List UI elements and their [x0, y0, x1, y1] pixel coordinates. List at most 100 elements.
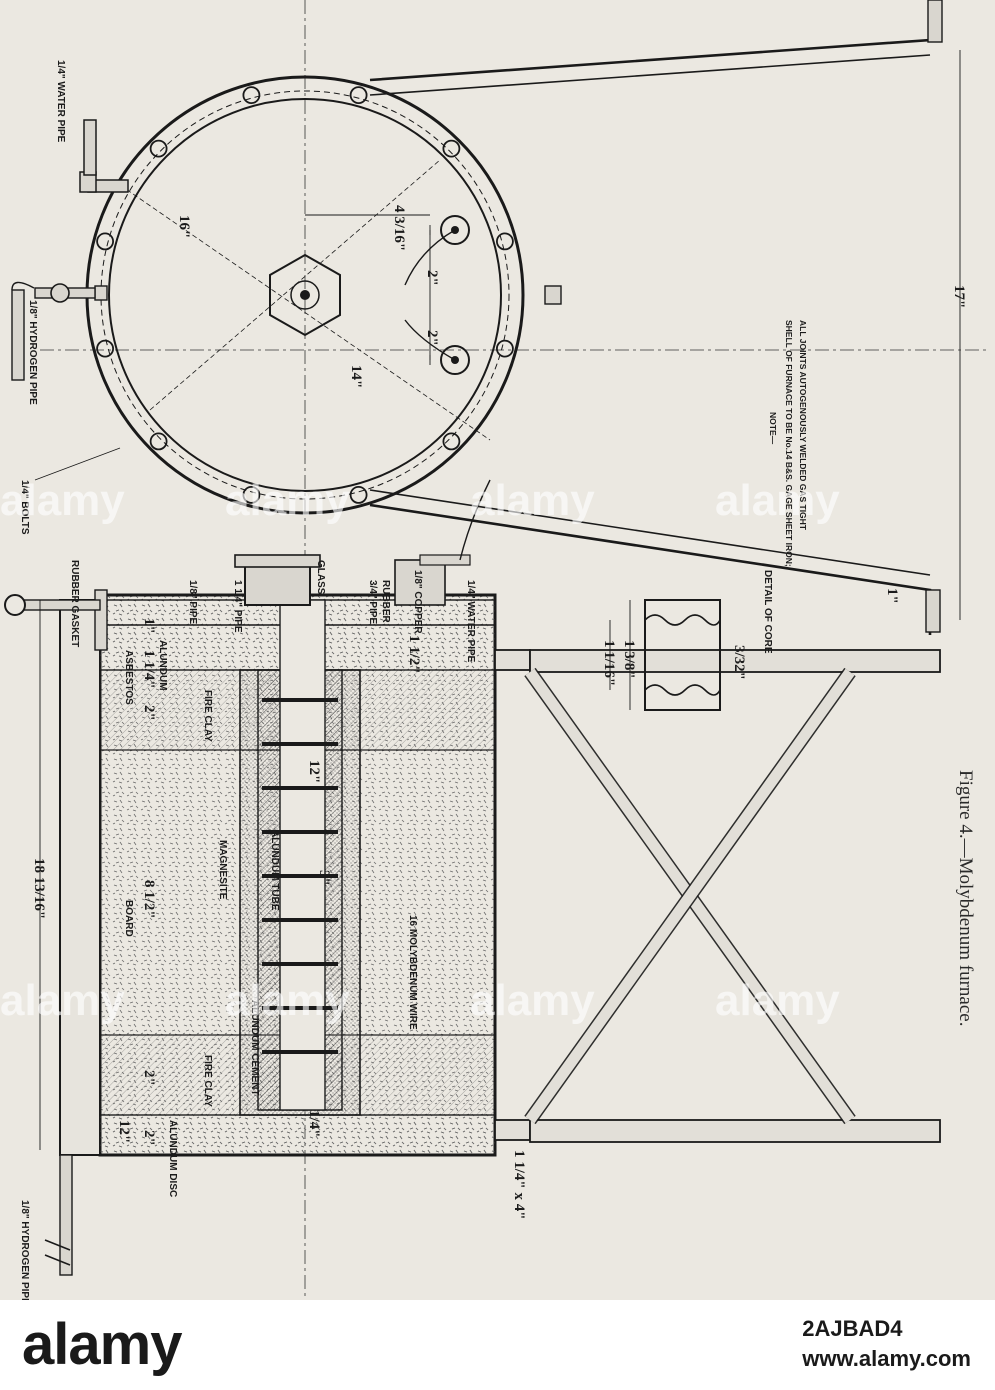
glass-label: GLASS — [315, 560, 326, 595]
pipe-3-4-label: 3/4" PIPE — [367, 580, 378, 625]
end-flange — [59, 599, 101, 1156]
water-pipe-label: 1/4" WATER PIPE — [465, 580, 476, 663]
rubber-label: RUBBER — [380, 580, 391, 624]
pipe-1-8-label: 1/8" PIPE — [187, 580, 198, 625]
offset-label: 4 3/16" — [391, 205, 407, 251]
spacing-left-label: 2" — [424, 270, 440, 286]
d-2c-label: 2" — [141, 1130, 157, 1146]
bolt-hole — [242, 86, 261, 104]
terminal-left — [440, 215, 470, 245]
bolt-hole — [495, 232, 514, 251]
note-line1: SHELL OF FURNACE TO BE No.14 B&S. GAGE S… — [784, 320, 794, 567]
watermark-5: alamy — [0, 976, 125, 1025]
hex-nut — [269, 253, 341, 337]
width-label: 17" — [951, 285, 967, 308]
lead-wire-right — [404, 319, 456, 361]
diameter-line-16 — [119, 184, 491, 441]
detail-od: 1 3/8" — [621, 640, 637, 679]
board-label: BOARD — [123, 900, 134, 937]
d-1-1-2-label: 1 1/2" — [406, 635, 422, 674]
leg-label: 1" — [884, 588, 900, 604]
pipe-1-1-4-label: 1 1/4" PIPE — [232, 580, 243, 633]
top-cap-icon — [4, 594, 26, 616]
lead-wire-left — [404, 229, 456, 286]
support-legs — [369, 0, 943, 635]
note-title: NOTE— — [768, 412, 778, 445]
stamp-url: www.alamy.com — [802, 1346, 971, 1371]
terminal-right — [440, 345, 470, 375]
side-section: 18 13/16" ASBESTOS BOARD ALUNDUM FIRE CL… — [4, 479, 941, 1305]
figure-caption: Figure 4.—Molybdenum furnace. — [955, 770, 976, 1026]
d-1-1-4-label: 1 1/4" — [141, 650, 157, 689]
alamy-logo: alamy — [22, 1312, 182, 1377]
valve-icon — [50, 283, 70, 303]
bolts-leader — [34, 447, 121, 481]
bolt-hole — [349, 485, 368, 504]
detail-pitch: 3/32" — [731, 645, 747, 680]
dia-16-label: 16" — [176, 215, 192, 238]
d-1-1-4x4-label: 1 1/4" x 4" — [511, 1150, 527, 1220]
copper-lead — [459, 479, 491, 561]
bolts-label: 1/4" BOLTS — [19, 480, 30, 535]
stub-pipe — [544, 285, 562, 305]
magnesite-label: MAGNESITE — [217, 840, 228, 900]
end-water-pipe-label: 1/4" WATER PIPE — [55, 60, 66, 143]
dia-14-label: 14" — [348, 365, 364, 388]
watermark-3: alamy — [470, 476, 595, 525]
core-detail — [609, 599, 721, 711]
rubber-gasket-label: RUBBER GASKET — [69, 560, 80, 647]
bolt-hole — [442, 139, 461, 158]
d-8-1-2-label: 8 1/2" — [141, 880, 157, 919]
d-12a-label: 12" — [306, 760, 322, 783]
alundum-disc-layer — [99, 1114, 496, 1156]
bolt-hole — [242, 485, 261, 504]
alundum-disc-label: ALUNDUM DISC — [167, 1120, 178, 1197]
molybdenum-winding — [262, 698, 338, 1054]
bolt-hole — [149, 432, 168, 451]
asbestos-label: ASBESTOS — [123, 650, 134, 705]
stamp-bar — [0, 1300, 995, 1390]
bottom-hydrogen-pipe — [59, 1154, 73, 1276]
bolt-hole — [96, 339, 114, 358]
flange-inner — [108, 98, 502, 492]
copper-label: 1/8" COPPER — [412, 570, 423, 634]
fire-clay-a-label: FIRE CLAY — [202, 690, 213, 742]
end-hydrogen-pipe — [11, 281, 108, 381]
alundum-tube-label: ALUNDUM TUBE — [269, 830, 280, 911]
watermark-1: alamy — [0, 476, 125, 525]
spacing-right-label: 2" — [424, 330, 440, 346]
watermark-2: alamy — [225, 476, 350, 525]
top-hydrogen-pipe — [19, 599, 101, 611]
d-2a-label: 2" — [141, 705, 157, 721]
detail-title: DETAIL OF CORE — [762, 570, 773, 654]
stamp-side: 2AJBAD4 www.alamy.com — [802, 1316, 971, 1372]
glass-window — [234, 554, 321, 568]
end-hydrogen-pipe-label: 1/8" HYDROGEN PIPE — [27, 300, 38, 405]
bottom-coupling-icon — [44, 1239, 71, 1266]
bolt-hole — [149, 139, 168, 158]
nut-bore — [290, 280, 320, 310]
bolt-hole — [349, 86, 368, 104]
glass-end-pipe — [244, 564, 311, 606]
molybdenum-wire-label: 16 MOLYBDENUM WIRE — [407, 915, 418, 1030]
core-bore — [279, 599, 326, 1111]
overall-label: 18 13/16" — [31, 858, 47, 919]
bolt-hole — [96, 232, 114, 251]
d-12b-label: 12" — [116, 1120, 132, 1143]
end-view: 2" 2" 4 3/16" 16" 14" 1/4" WATER PIPE 1/… — [11, 0, 990, 1300]
image-id: 2AJBAD4 — [802, 1316, 903, 1341]
note-line2: ALL JOINTS AUTOGENOUSLY WELDED GAS TIGHT — [798, 320, 808, 531]
d-3-label: 3" — [316, 870, 332, 886]
bolt-hole — [442, 432, 461, 451]
watermark-8: alamy — [715, 976, 840, 1025]
d-1-4-label: 1/4" — [306, 1110, 322, 1138]
water-pipe-box — [394, 559, 446, 606]
watermark-6: alamy — [225, 976, 350, 1025]
stand — [494, 649, 941, 1143]
d-1-label: 1" — [141, 618, 157, 634]
watermark-row: alamy alamy alamy alamy alamy alamy alam… — [0, 476, 840, 1025]
watermark-4: alamy — [715, 476, 840, 525]
bolt-holes — [96, 86, 514, 504]
hydrogen-pipe-label: 1/8" HYDROGEN PIPE — [19, 1200, 30, 1305]
